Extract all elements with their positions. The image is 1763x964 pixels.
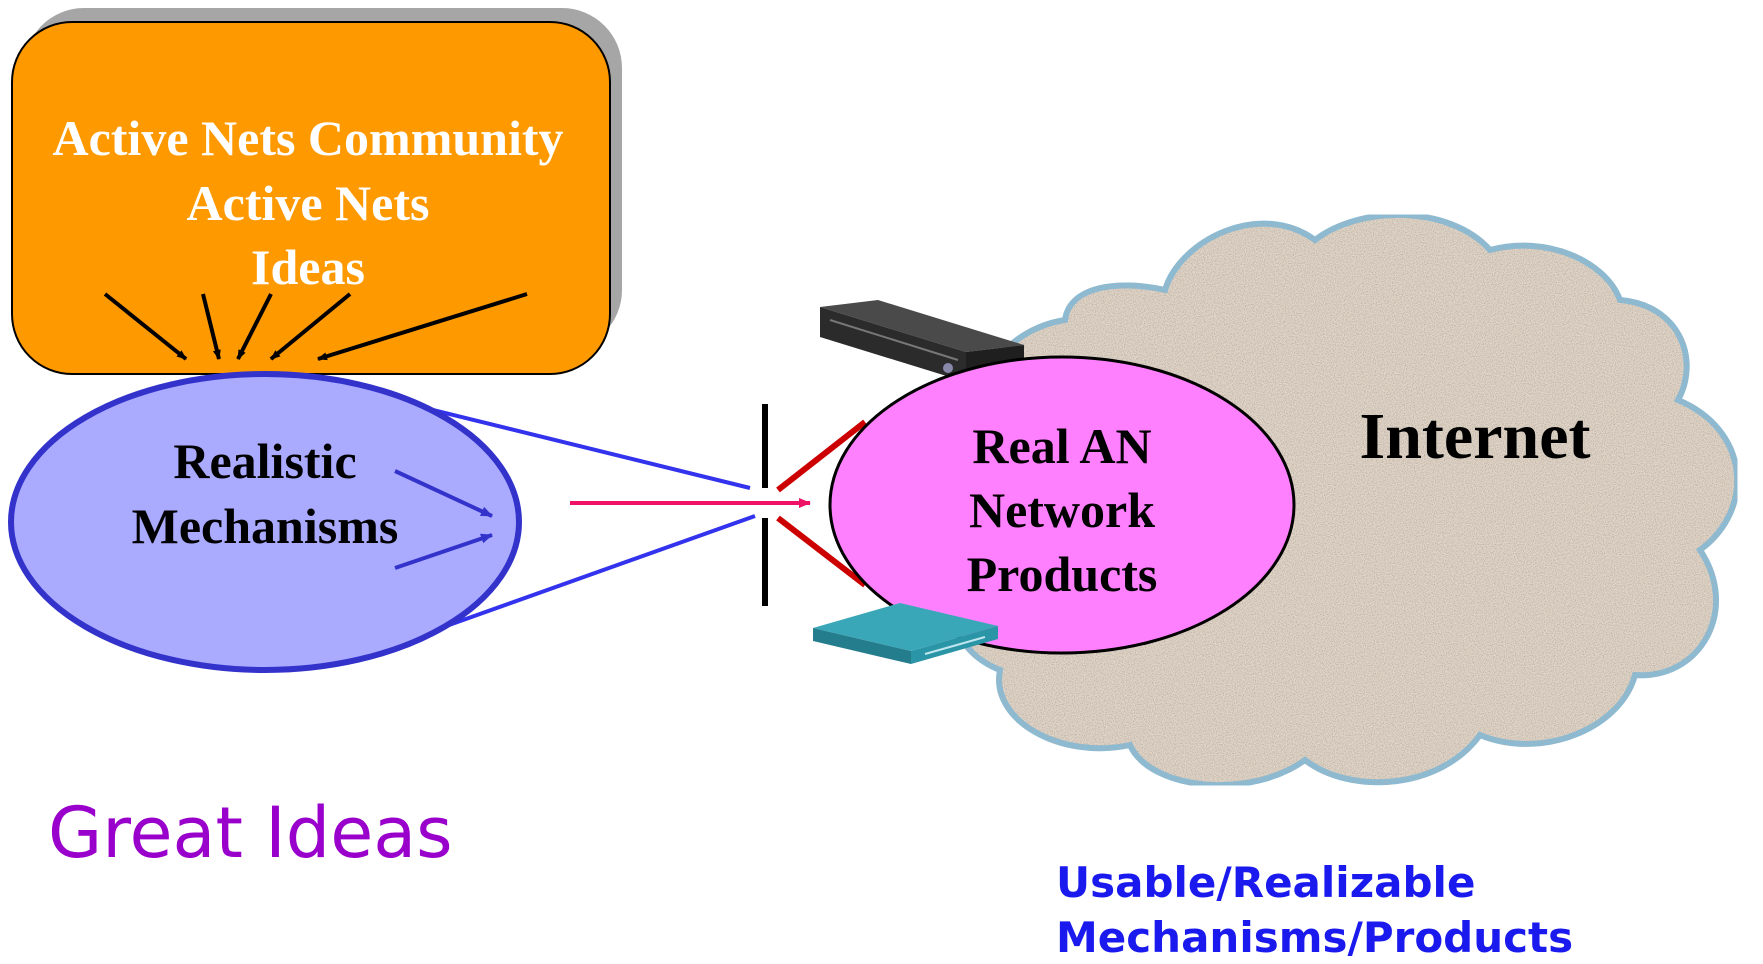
usable-line-1: Usable/Realizable [1056,858,1475,907]
network-switch-icon [813,603,998,664]
mechanisms-shape [8,371,522,673]
internet-label: Internet [1360,400,1591,473]
product-link-bottom [776,515,867,588]
product-links [776,419,867,588]
products-line-3: Products [967,546,1158,602]
community-box: Active Nets Community Active Nets Ideas [11,8,622,375]
great-ideas-label: Great Ideas [48,792,453,874]
focus-line-bottom [434,514,756,632]
idea-arrow [317,292,528,361]
mechanism-arrow [394,533,493,570]
idea-arrow [236,293,273,360]
usable-line-2: Mechanisms/Products [1056,913,1573,962]
idea-arrow [201,293,221,360]
community-subtitle: Active Nets [187,175,430,231]
community-ideas-label: Ideas [251,239,365,295]
mechanism-arrow [394,469,493,518]
product-link-top [776,419,867,493]
products-shape [828,355,1296,655]
products-ellipse: Real AN Network Products [828,355,1296,655]
products-line-2: Network [969,482,1155,538]
idea-arrow [269,292,352,361]
mechanism-arrows [394,469,493,570]
mechanisms-ellipse: Realistic Mechanisms [8,371,522,673]
mechanisms-line-1: Realistic [173,433,356,489]
community-title: Active Nets Community [52,110,563,166]
mechanisms-line-2: Mechanisms [132,498,399,554]
idea-arrow [103,292,188,361]
products-line-1: Real AN [972,418,1151,474]
idea-arrows [103,292,528,361]
